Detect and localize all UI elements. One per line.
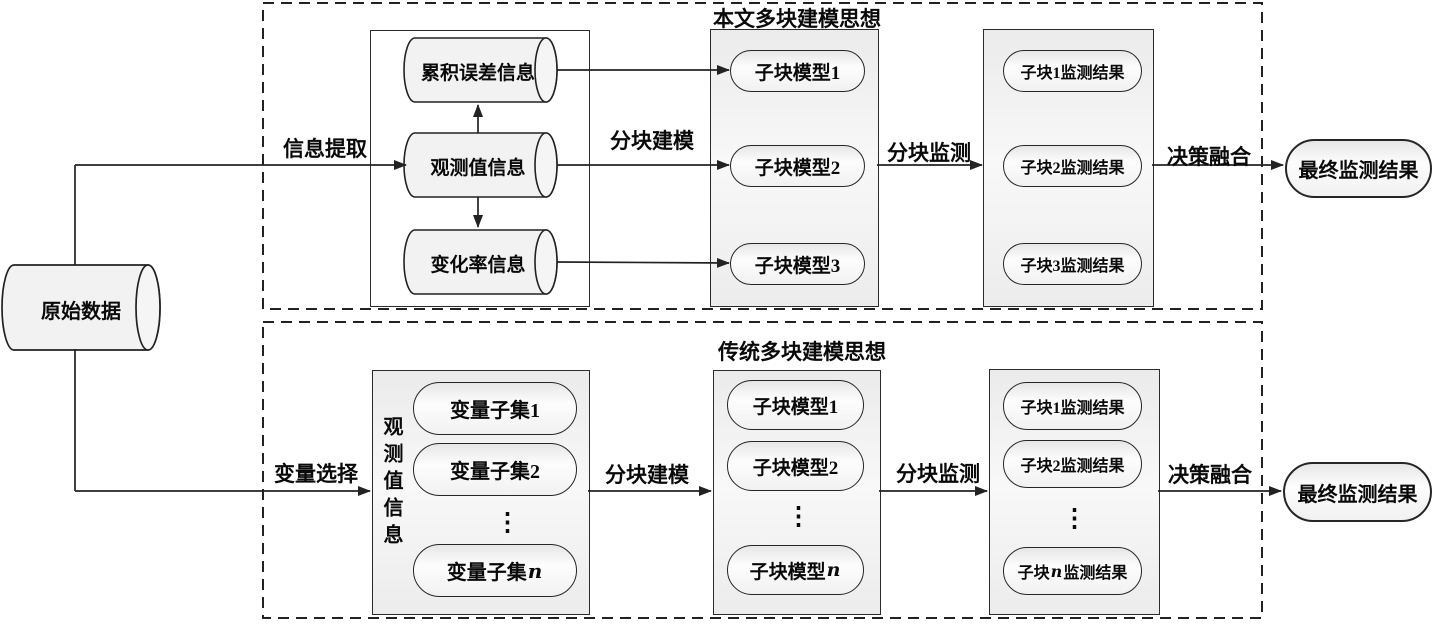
result-ellipsis: ⋮ — [1062, 505, 1087, 532]
result-1-top: 子块1监测结果 — [1003, 50, 1142, 92]
source-cylinder-label: 原始数据 — [41, 301, 121, 323]
result-n-post: 监测结果 — [1063, 565, 1128, 582]
final-result-top: 最终监测结果 — [1285, 139, 1432, 198]
result-n-pre: 子块 — [1017, 565, 1050, 582]
fusion-label-top: 决策融合 — [1167, 145, 1251, 169]
observation-label: 观测值信息 — [430, 158, 526, 179]
result-1-bottom: 子块1监测结果 — [1003, 382, 1142, 430]
submodel-2-top: 子块模型2 — [730, 145, 865, 187]
modeling-label-top: 分块建模 — [610, 129, 694, 153]
submodel-2-bottom: 子块模型2 — [727, 441, 864, 491]
result-2-bottom: 子块2监测结果 — [1003, 440, 1142, 488]
traditional-panel-title: 传统多块建模思想 — [718, 340, 886, 364]
submodel-n-var: n — [826, 559, 841, 581]
result-3-top: 子块3监测结果 — [1003, 243, 1142, 285]
final-result-bottom: 最终监测结果 — [1283, 462, 1432, 522]
proposed-panel-title: 本文多块建模思想 — [713, 7, 881, 31]
result-2-top: 子块2监测结果 — [1003, 145, 1142, 187]
subset-2: 变量子集2 — [413, 443, 577, 496]
monitoring-label-bottom: 分块监测 — [896, 462, 980, 486]
select-label: 变量选择 — [274, 462, 358, 486]
fusion-label-bottom: 决策融合 — [1168, 463, 1252, 487]
subset-n-text: 变量子集 — [446, 562, 527, 584]
observation-group-label: 观测值信息 — [380, 416, 402, 551]
change-rate-label: 变化率信息 — [430, 255, 526, 276]
cumulative-error-label: 累积误差信息 — [420, 63, 535, 84]
subset-ellipsis: ⋮ — [495, 509, 520, 536]
submodel-1-bottom: 子块模型1 — [727, 380, 864, 430]
result-n-var: n — [1050, 561, 1063, 581]
subset-n-var: n — [527, 558, 543, 583]
extract-label: 信息提取 — [283, 137, 367, 161]
submodel-n-text: 子块模型 — [749, 561, 826, 583]
modeling-label-bottom: 分块建模 — [605, 463, 689, 487]
submodel-ellipsis: ⋮ — [786, 503, 811, 530]
submodel-1-top: 子块模型1 — [730, 50, 865, 92]
subset-1: 变量子集1 — [413, 382, 577, 435]
monitoring-label-top: 分块监测 — [887, 141, 971, 165]
submodel-3-top: 子块模型3 — [730, 243, 865, 285]
